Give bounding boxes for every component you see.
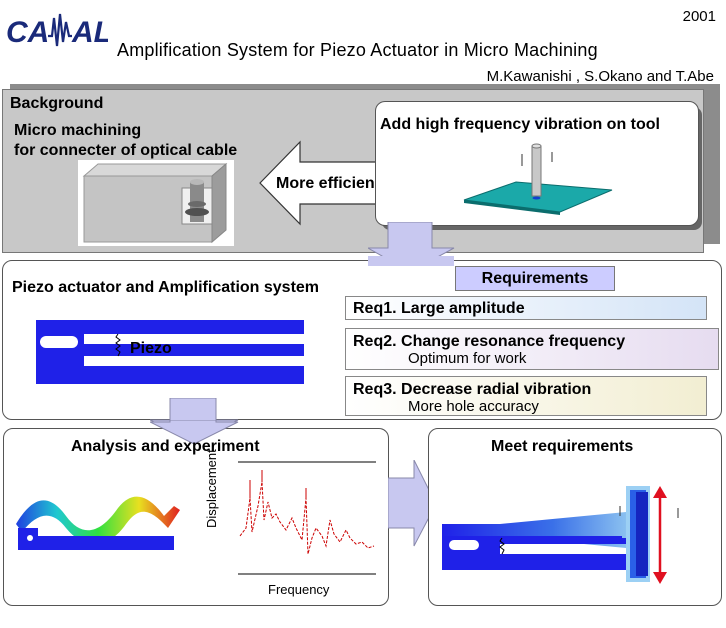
meet-heading: Meet requirements bbox=[491, 438, 634, 455]
requirement-3-title: Req3. Decrease radial vibration bbox=[353, 381, 592, 398]
piezo-heading: Piezo actuator and Amplification system bbox=[12, 279, 320, 296]
requirement-2-sub: Optimum for work bbox=[408, 350, 527, 367]
page-title: Amplification System for Piezo Actuator … bbox=[117, 40, 598, 60]
fem-analysis-illustration bbox=[16, 496, 180, 550]
requirement-2-title: Req2. Change resonance frequency bbox=[353, 333, 626, 350]
requirement-1-title: Req1. Large amplitude bbox=[353, 300, 525, 317]
requirement-3: Req3. Decrease radial vibration More hol… bbox=[345, 376, 707, 416]
frequency-response-chart bbox=[238, 461, 376, 575]
amplification-result-illustration bbox=[442, 486, 679, 584]
authors-label: M.Kawanishi , S.Okano and T.Abe bbox=[486, 68, 714, 85]
svg-text:AL: AL bbox=[71, 16, 108, 49]
micro-machining-label: Micro machining bbox=[14, 122, 142, 139]
chart-ylabel: Displacement bbox=[204, 449, 219, 528]
optical-cable-label: for connecter of optical cable bbox=[14, 142, 238, 159]
down-arrow-2-overlap bbox=[150, 420, 239, 445]
more-efficiency-label: More efficiency bbox=[276, 175, 393, 192]
svg-text:CA: CA bbox=[6, 16, 49, 49]
right-arrow bbox=[388, 460, 437, 547]
piezo-label: Piezo bbox=[130, 340, 172, 357]
requirement-2: Req2. Change resonance frequency Optimum… bbox=[345, 328, 719, 370]
vibration-label: Add high frequency vibration on tool bbox=[380, 116, 660, 133]
chart-xlabel: Frequency bbox=[268, 582, 330, 597]
year-label: 2001 bbox=[682, 8, 716, 25]
requirements-title: Requirements bbox=[455, 266, 615, 291]
response-curve bbox=[239, 481, 375, 555]
piezo-amplifier-diagram bbox=[36, 320, 304, 384]
background-heading: Background bbox=[10, 95, 104, 112]
requirement-3-sub: More hole accuracy bbox=[408, 398, 539, 415]
analysis-panel bbox=[3, 428, 389, 606]
camal-logo: CA AL bbox=[6, 13, 108, 49]
requirement-1: Req1. Large amplitude bbox=[345, 296, 707, 320]
micro-machining-block bbox=[78, 160, 234, 246]
vibrating-tool-illustration bbox=[463, 143, 613, 215]
analysis-heading: Analysis and experiment bbox=[71, 438, 260, 455]
down-arrow-1-tail bbox=[368, 256, 454, 266]
